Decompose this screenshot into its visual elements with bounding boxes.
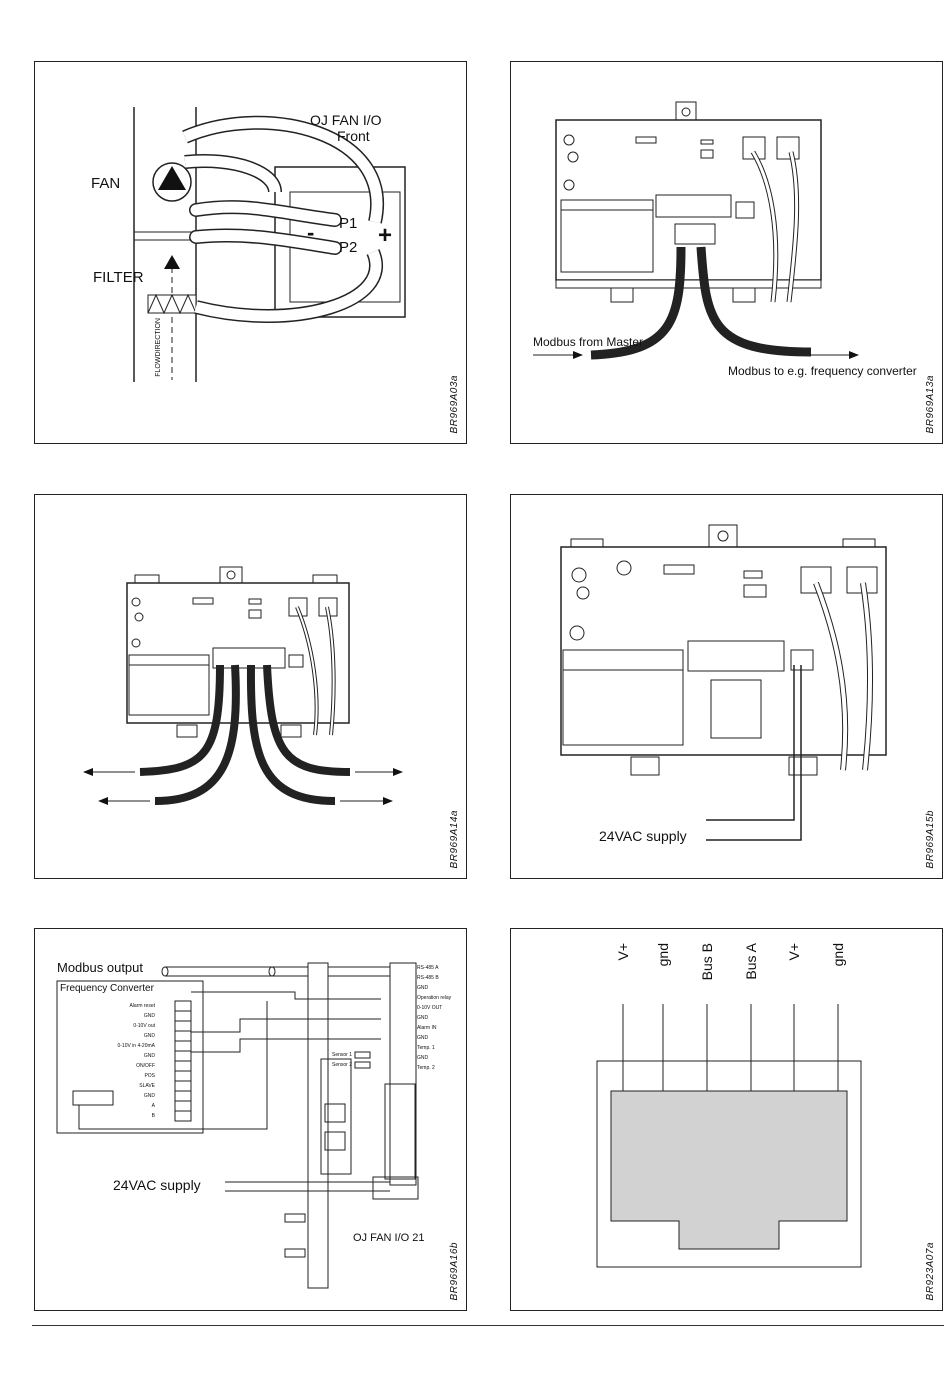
figure-code: BR969A16b (449, 1241, 460, 1300)
port-p1-label: P1 (339, 215, 358, 232)
fc-terminal-block (174, 1010, 192, 1022)
fc-terminal: B (151, 1113, 155, 1119)
figure-code: BR969A14a (449, 809, 460, 868)
fc-terminal: ON/OFF (136, 1063, 155, 1069)
multiple-devices-drawing (83, 566, 403, 805)
figure-code: BR969A13a (925, 374, 936, 433)
io-terminal-labels: RS-485 A RS-485 B GND Operation relay 0-… (417, 963, 451, 1073)
fc-terminal: GND (143, 1033, 155, 1039)
connector-pinout-drawing (596, 1004, 862, 1268)
pin-label-gnd: gnd (655, 943, 671, 967)
io-terminal: Alarm IN (417, 1025, 437, 1031)
power-supply-drawing (560, 524, 887, 841)
fc-terminal-block (174, 1090, 192, 1102)
io-terminal: Operation relay (417, 995, 452, 1001)
pin-label-v-plus-2: V+ (786, 943, 802, 961)
fc-terminal-block (174, 1060, 192, 1072)
plus-sign: + (378, 222, 393, 249)
io-terminal: GND (417, 1055, 429, 1061)
pin-label-bus-b: Bus B (699, 943, 715, 981)
panel-modbus-chain: Modbus from Master Modbus to e.g. freque… (510, 61, 943, 444)
panel-multiple-devices: BR969A14a (34, 494, 467, 879)
filter-label: FILTER (93, 269, 144, 286)
frequency-converter-title: Frequency Converter (60, 983, 154, 994)
fan-label: FAN (91, 175, 121, 192)
fc-terminal-block (174, 1110, 192, 1122)
minus-sign: - (307, 220, 315, 245)
pin-label-bus-a: Bus A (743, 943, 759, 980)
io-terminal: Temp. 2 (417, 1065, 435, 1071)
footer-rule (32, 1325, 944, 1326)
device-title: OJ FAN I/O (310, 112, 382, 128)
fc-terminal: POS (144, 1073, 155, 1079)
pin-label-gnd-2: gnd (830, 943, 846, 967)
fc-terminal-block (174, 1040, 192, 1052)
sensor-2-label: Sensor 2 (332, 1062, 353, 1068)
fc-terminal-labels: Alarm reset GND 0-10V out GND 0-10V in 4… (113, 1001, 155, 1121)
io-terminal: GND (417, 1015, 429, 1021)
port-p2-label: P2 (339, 239, 358, 256)
panel-wiring-schematic: Modbus output Frequency Converter Alarm … (34, 928, 467, 1311)
fc-terminal: GND (143, 1013, 155, 1019)
fc-terminal-block (174, 1080, 192, 1092)
flow-direction-label: FLOWDIRECTION (155, 318, 162, 377)
device-name-label: OJ FAN I/O 21 (353, 1232, 425, 1244)
fc-terminal-block (174, 1050, 192, 1062)
device-subtitle: Front (337, 128, 370, 144)
fc-terminal-block (174, 1030, 192, 1042)
wiring-schematic-drawing (56, 962, 419, 1289)
pin-label-v-plus: V+ (615, 943, 631, 961)
modbus-chain-drawing (533, 101, 859, 360)
supply-label: 24VAC supply (599, 828, 687, 844)
panel-fan-filter-diagram: OJ FAN I/O Front FAN FILTER FLOWDIRECTIO… (34, 61, 467, 444)
fc-terminal: GND (143, 1053, 155, 1059)
fc-terminal-block (174, 1020, 192, 1032)
sensor-1-label: Sensor 1 (332, 1052, 353, 1058)
io-terminal: GND (417, 985, 429, 991)
fc-terminal-block (174, 1000, 192, 1012)
fc-terminal-block (174, 1070, 192, 1082)
modbus-output-label: Modbus output (57, 960, 144, 975)
modbus-in-label: Modbus from Master (533, 335, 644, 349)
io-terminal: GND (417, 1035, 429, 1041)
io-terminal: Temp. 1 (417, 1045, 435, 1051)
figure-code: BR923A07a (925, 1241, 936, 1300)
figure-code: BR969A03a (449, 374, 460, 433)
fan-filter-drawing (133, 107, 406, 382)
fc-terminal: SLAVE (139, 1083, 155, 1089)
fc-terminal: 0-10V in 4-20mA (117, 1043, 155, 1049)
fc-terminal: A (151, 1103, 155, 1109)
panel-power-supply: 24VAC supply BR969A15b (510, 494, 943, 879)
io-terminal: 0-10V OUT (417, 1005, 443, 1011)
fc-terminal: Alarm reset (129, 1003, 155, 1009)
supply-label: 24VAC supply (113, 1177, 201, 1193)
modbus-out-label: Modbus to e.g. frequency converter (728, 364, 917, 378)
figure-code: BR969A15b (925, 809, 936, 868)
io-terminal: RS-485 A (417, 965, 439, 971)
panel-connector-pinout: V+ gnd Bus B Bus A V+ gnd BR923A07a (510, 928, 943, 1311)
fc-terminal: GND (143, 1093, 155, 1099)
fc-terminal-block (174, 1100, 192, 1112)
fc-terminal: 0-10V out (133, 1023, 155, 1029)
io-terminal: RS-485 B (417, 975, 439, 981)
